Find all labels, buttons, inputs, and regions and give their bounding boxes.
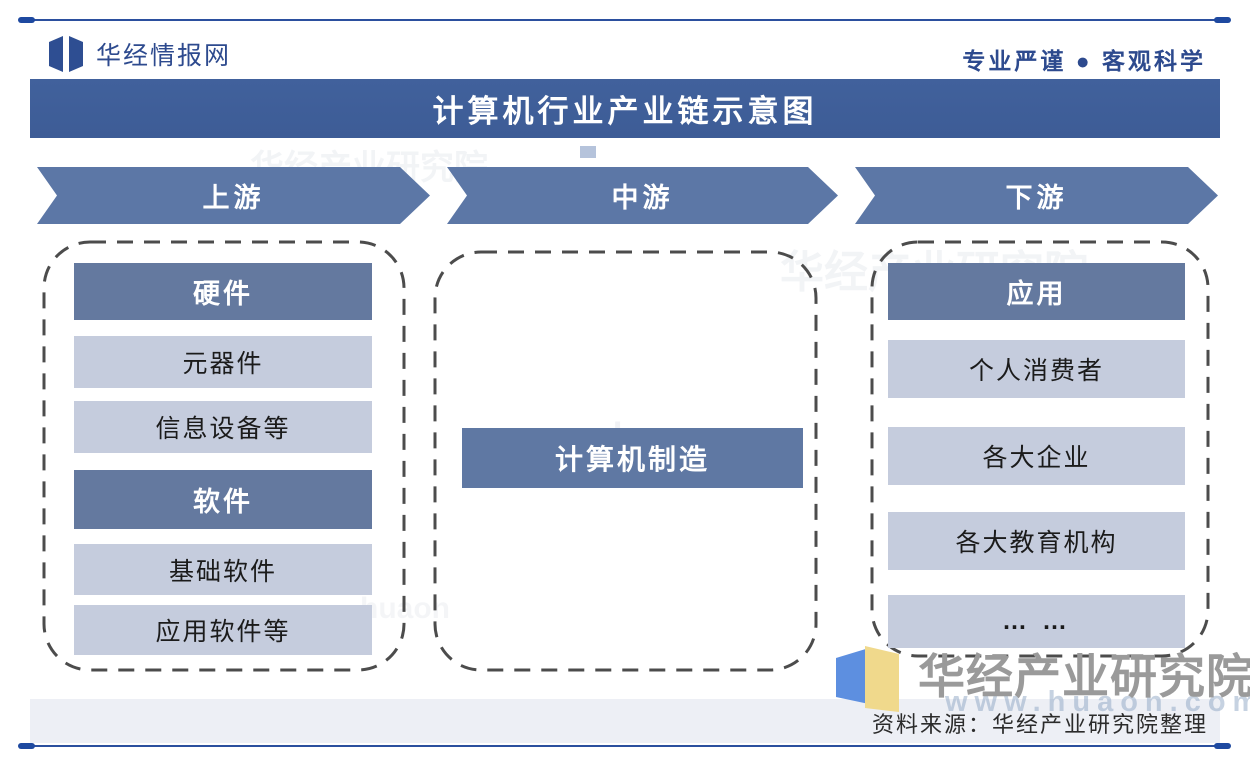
node-label: 硬件 — [193, 279, 253, 309]
midstream-panel-border — [433, 250, 818, 672]
node-application: 应用 — [888, 263, 1185, 320]
node-education-institutions: 各大教育机构 — [888, 512, 1185, 570]
node-application-software: 应用软件等 — [74, 605, 372, 655]
source-attribution: 资料来源：华经产业研究院整理 — [871, 712, 1208, 737]
node-ellipsis: … … — [888, 595, 1185, 648]
node-computer-manufacturing: 计算机制造 — [462, 428, 803, 488]
node-label: 软件 — [193, 487, 253, 517]
node-label: 各大教育机构 — [955, 529, 1118, 557]
upstream-panel-border — [42, 240, 406, 672]
bottom-rule-right-cap — [1214, 743, 1231, 749]
footer-url-watermark: www.huaon.com — [945, 686, 1250, 718]
node-info-equipment: 信息设备等 — [74, 401, 372, 453]
node-label: 信息设备等 — [155, 415, 291, 443]
node-personal-consumers: 个人消费者 — [888, 340, 1185, 398]
node-hardware: 硬件 — [74, 263, 372, 320]
stage-label-downstream: 下游 — [1005, 183, 1068, 213]
stage-arrow-upstream: 上游 — [37, 167, 430, 224]
top-rule — [22, 19, 1228, 21]
brand-name: 华经情报网 — [96, 42, 232, 70]
diagram-title: 计算机行业产业链示意图 — [432, 94, 818, 129]
bottom-rule-left-cap — [18, 743, 35, 749]
node-enterprises: 各大企业 — [888, 427, 1185, 485]
brand-slogan: 专业严谨 ● 客观科学 — [962, 48, 1206, 74]
bottom-rule — [22, 745, 1228, 747]
top-rule-left-cap — [18, 17, 35, 23]
node-label: 基础软件 — [168, 557, 277, 586]
site-header-brand: 华经情报网 — [46, 34, 231, 74]
node-software: 软件 — [74, 470, 372, 529]
footer-brand-name: 华经产业研究院 — [918, 650, 1250, 703]
node-basic-software: 基础软件 — [74, 544, 372, 595]
node-label: … … — [1002, 607, 1071, 635]
watermark-fragment — [580, 146, 596, 158]
diagram-title-bar: 计算机行业产业链示意图 — [30, 79, 1220, 138]
stage-label-midstream: 中游 — [611, 183, 674, 213]
stage-arrow-midstream: 中游 — [447, 167, 838, 224]
huajing-logo-icon — [49, 36, 83, 72]
node-label: 各大企业 — [982, 444, 1091, 472]
node-label: 个人消费者 — [968, 357, 1104, 385]
stage-arrow-downstream: 下游 — [855, 167, 1218, 224]
node-label: 计算机制造 — [554, 444, 710, 475]
stage-label-upstream: 上游 — [202, 183, 265, 213]
downstream-panel-border — [870, 240, 1210, 658]
top-rule-right-cap — [1214, 17, 1231, 23]
node-label: 应用 — [1006, 279, 1067, 309]
node-label: 元器件 — [182, 350, 264, 378]
huaon-logo-icon — [836, 646, 899, 712]
node-label: 应用软件等 — [155, 618, 291, 646]
node-components: 元器件 — [74, 336, 372, 388]
footer-strip — [30, 699, 1220, 743]
